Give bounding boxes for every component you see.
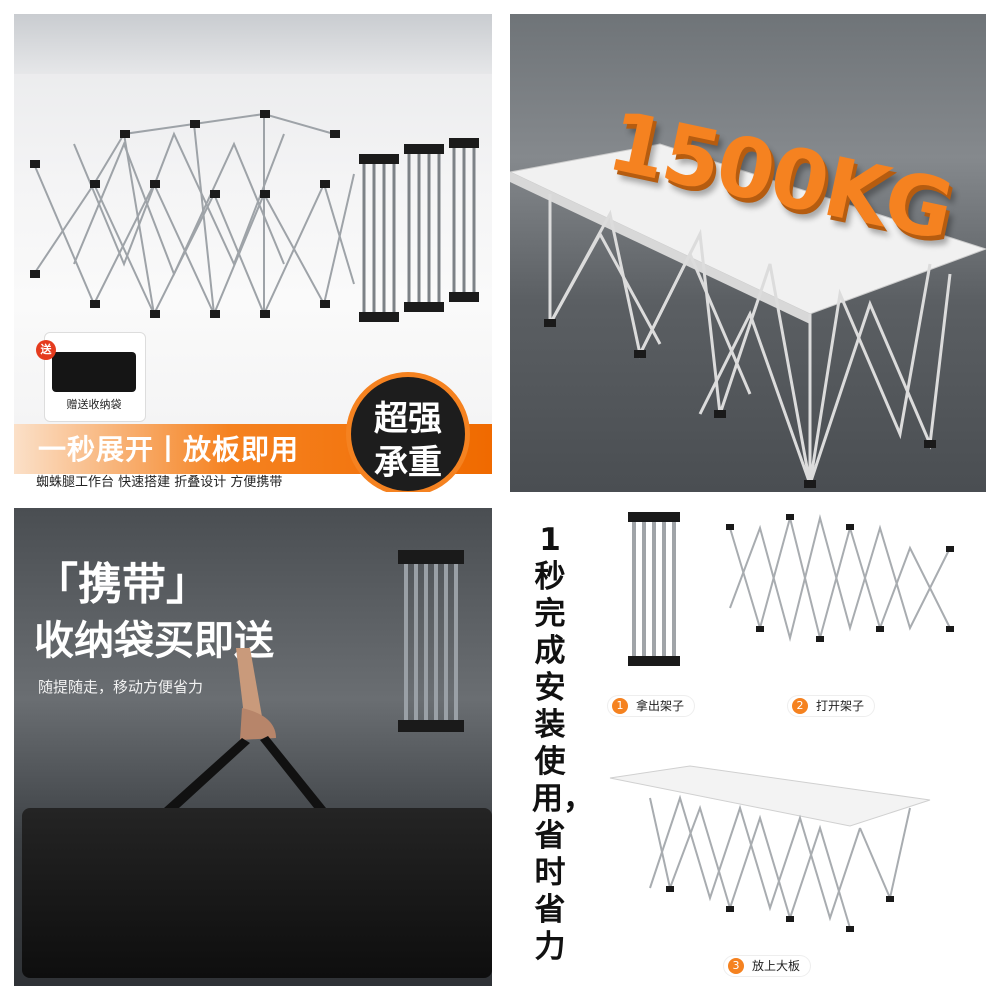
step-number: 3 (728, 958, 744, 974)
step-3-label: 3 放上大板 (724, 956, 811, 976)
step-2-label: 2 打开架子 (788, 696, 875, 716)
step-text: 放上大板 (752, 959, 801, 973)
banner-text: 一秒展开丨放板即用 (38, 433, 300, 466)
step-text: 拿出架子 (636, 699, 685, 713)
gift-tag: 送 (36, 340, 56, 360)
carry-title: 「携带」 (34, 559, 210, 610)
assembly-illustrations (609, 512, 954, 932)
step-1-label: 1 拿出架子 (608, 696, 695, 716)
storage-bag-thumbnail (52, 352, 136, 392)
warehouse-ceiling (14, 14, 492, 74)
carry-subtitle: 随提随走，移动方便省力 (38, 678, 204, 696)
product-panel-folding-frame: 送 赠送收纳袋 一秒展开丨放板即用 蜘蛛腿工作台 快速搭建 折叠设计 方便携带 … (14, 14, 492, 492)
strength-badge: 超强 承重 (346, 372, 470, 492)
gift-label: 赠送收纳袋 (66, 398, 122, 411)
carry-title-line2: 收纳袋买即送 (34, 618, 274, 664)
product-panel-carry-bag: 「携带」 收纳袋买即送 随提随走，移动方便省力 (14, 508, 492, 986)
badge-line1: 超强 (374, 399, 442, 439)
product-panel-assembly-steps: 1秒完成安装使用，省时省力 1 (510, 508, 986, 986)
spider-frame-illustration (30, 110, 479, 322)
step-number: 1 (612, 698, 628, 714)
step-text: 打开架子 (816, 699, 865, 713)
storage-bag (22, 808, 492, 978)
badge-line2: 承重 (374, 443, 442, 483)
folded-frame-and-hand-illustration (164, 550, 464, 808)
product-panel-load-capacity: 1500KG (510, 14, 986, 492)
step-number: 2 (792, 698, 808, 714)
marble-table-illustration (510, 143, 986, 488)
